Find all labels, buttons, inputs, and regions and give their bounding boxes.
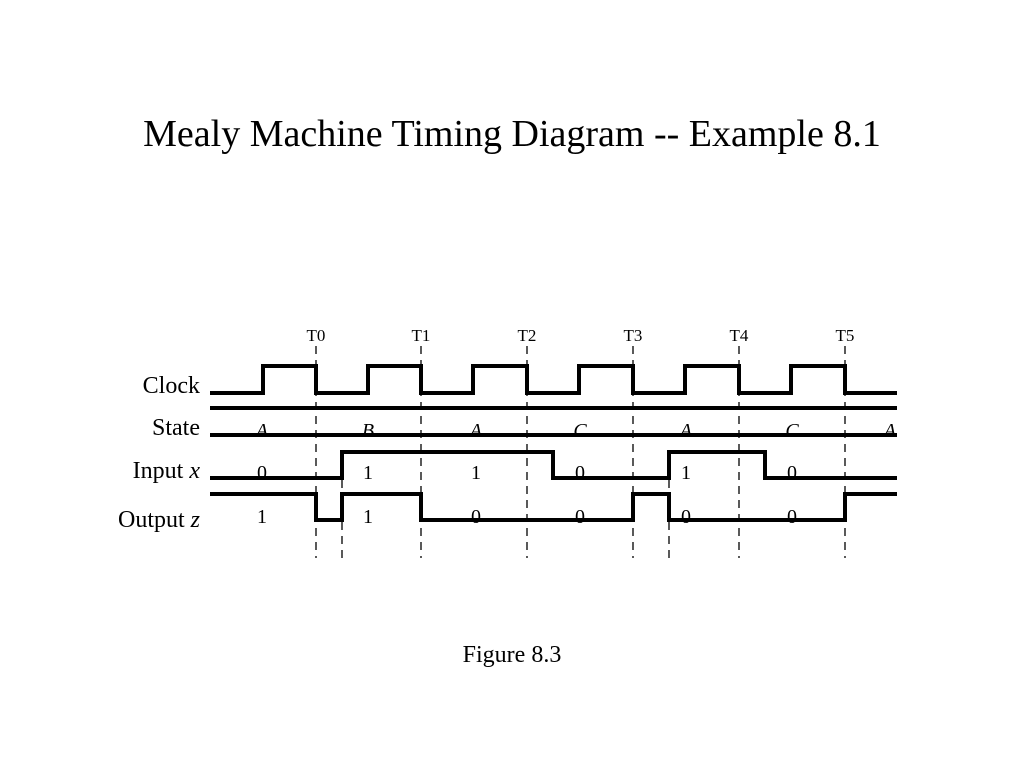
output-value-3: 0 [471,506,481,528]
output-row-label-text: Output [118,507,185,533]
input-value-2: 1 [363,462,373,484]
figure-caption: Figure 8.3 [462,642,562,668]
input-x-waveform [210,450,897,480]
input-value-3: 1 [471,462,481,484]
state-value-4: C [573,420,587,442]
time-label-t5: T5 [836,326,855,345]
state-value-6: C [785,420,799,442]
state-value-7: A [882,420,897,442]
output-value-4: 0 [575,506,585,528]
input-value-6: 0 [787,462,797,484]
state-value-5: A [678,420,693,442]
input-values: 0 1 1 0 1 0 [257,462,797,484]
input-variable-x: x [188,458,200,484]
time-label-t2: T2 [518,326,537,345]
time-label-t3: T3 [624,326,643,345]
output-row-label: Output z [118,507,201,533]
output-value-5: 0 [681,506,691,528]
time-label-t0: T0 [307,326,326,345]
state-value-3: A [468,420,483,442]
input-value-4: 0 [575,462,585,484]
state-value-2: B [362,420,374,442]
time-label-t1: T1 [412,326,431,345]
input-value-5: 1 [681,462,691,484]
clock-row-label: Clock [143,373,200,399]
diagram-title: Mealy Machine Timing Diagram -- Example … [143,113,881,155]
output-value-6: 0 [787,506,797,528]
state-value-1: A [254,420,269,442]
output-value-2: 1 [363,506,373,528]
time-label-t4: T4 [730,326,749,345]
state-row-label: State [152,415,200,441]
clock-waveform [210,364,897,395]
input-row-label-text: Input [133,458,184,484]
input-row-label: Input x [133,458,201,484]
time-axis-labels: T0 T1 T2 T3 T4 T5 [307,326,855,345]
output-value-1: 1 [257,506,267,528]
output-z-waveform [210,492,897,522]
input-value-1: 0 [257,462,267,484]
output-values: 1 1 0 0 0 0 [257,506,797,528]
output-variable-z: z [190,507,201,533]
